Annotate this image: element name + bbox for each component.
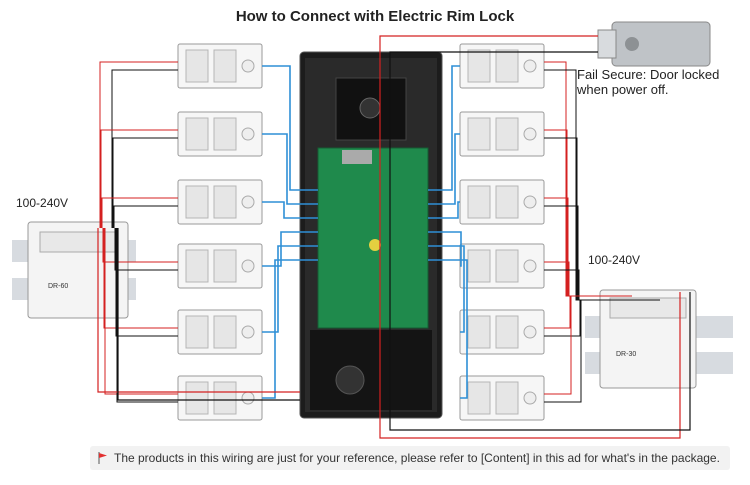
power-wire-red-left xyxy=(99,61,178,228)
lock-note-line2: when power off. xyxy=(577,82,669,97)
power-wire-red-right xyxy=(544,197,620,297)
power-wire-red-left xyxy=(100,129,178,228)
power-wire-black-left xyxy=(115,228,178,337)
power-wire-black-left xyxy=(111,69,178,228)
video-wire-left xyxy=(262,133,318,205)
monitors-group xyxy=(177,43,545,421)
power-wire-red-right xyxy=(544,295,632,395)
power-wire-black-left xyxy=(112,137,178,228)
indoor-monitor-right xyxy=(459,43,545,89)
indoor-monitor-right xyxy=(459,375,545,421)
indoor-monitor-right xyxy=(459,309,545,355)
lock-wire-black xyxy=(389,51,691,431)
video-wire-left xyxy=(262,231,318,267)
power-wire-red-left xyxy=(104,228,178,395)
panel-power-red xyxy=(97,228,300,393)
left-psu-model: DR-60 xyxy=(48,283,68,290)
power-wire-black-right xyxy=(544,137,644,301)
video-wire-right xyxy=(428,245,465,333)
diagram-title: How to Connect with Electric Rim Lock xyxy=(235,8,515,25)
right-psu-model: DR-30 xyxy=(616,351,636,358)
video-wire-left xyxy=(262,259,318,399)
indoor-monitor-left xyxy=(177,111,263,157)
right-voltage-label: 100-240V xyxy=(588,253,641,267)
power-wire-red-right xyxy=(544,129,616,297)
power-wire-black-left xyxy=(114,228,178,271)
video-wire-right xyxy=(428,259,468,399)
door-station-panel xyxy=(299,51,443,419)
lock-wire-red xyxy=(379,35,681,439)
left-voltage-label: 100-240V xyxy=(16,196,69,210)
power-wire-red-left xyxy=(101,197,178,228)
footer-note-box: The products in this wiring are just for… xyxy=(90,446,730,470)
power-wire-black-left xyxy=(116,228,178,403)
power-wire-red-left xyxy=(102,228,178,263)
indoor-monitor-left xyxy=(177,243,263,289)
power-wire-black-left xyxy=(113,205,178,228)
power-wire-red-left xyxy=(103,228,178,329)
wires-group xyxy=(97,35,691,439)
video-wire-left xyxy=(262,65,318,191)
right-power-supply: DR-30 xyxy=(585,289,733,389)
video-wire-right xyxy=(428,231,462,267)
video-wire-left xyxy=(262,201,318,219)
indoor-monitor-right xyxy=(459,179,545,225)
indoor-monitor-left xyxy=(177,179,263,225)
panel-power-black xyxy=(117,228,300,401)
video-wire-right xyxy=(428,201,460,219)
video-wire-left xyxy=(262,245,318,333)
lock-note-line1: Fail Secure: Door locked xyxy=(577,67,720,82)
electric-rim-lock xyxy=(597,21,711,67)
video-wire-right xyxy=(428,133,460,205)
flag-icon xyxy=(98,452,107,464)
indoor-monitor-left xyxy=(177,375,263,421)
indoor-monitor-right xyxy=(459,111,545,157)
video-wire-right xyxy=(428,65,460,191)
lock-note: Fail Secure: Door locked when power off. xyxy=(577,67,719,97)
indoor-monitor-left xyxy=(177,43,263,89)
indoor-monitor-right xyxy=(459,243,545,289)
indoor-monitor-left xyxy=(177,309,263,355)
power-wire-black-right xyxy=(544,299,660,403)
footer-note: The products in this wiring are just for… xyxy=(114,451,720,465)
